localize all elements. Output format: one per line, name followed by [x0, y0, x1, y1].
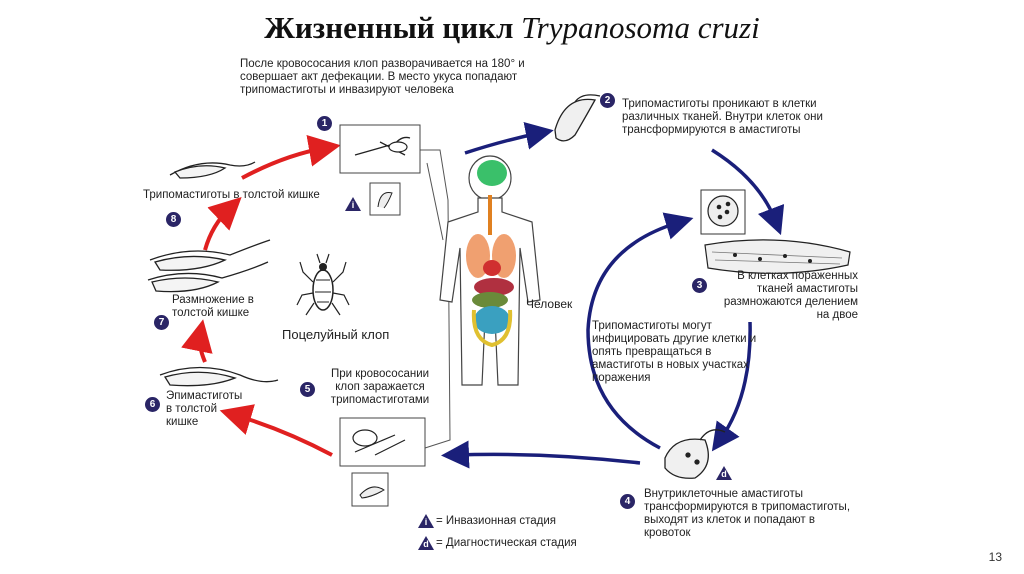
- step-8-text: Трипомастиготы в толстой кишке: [143, 189, 320, 201]
- arrow-4-to-5: [441, 440, 641, 469]
- legend-diagnostic-text: = Диагностическая стадия: [436, 537, 577, 549]
- step-badge-2: 2: [600, 93, 615, 108]
- infected-cell-drawing-4: [664, 429, 726, 479]
- trypomastigote-drawing-8: [169, 161, 256, 179]
- step-2-text: Трипомастиготы проникают в клетки различ…: [622, 98, 823, 136]
- arrow-8-to-1: [241, 135, 341, 180]
- step-badge-6: 6: [145, 397, 160, 412]
- title-species: Trypanosoma cruzi: [521, 10, 760, 45]
- legend-infective-text: = Инвазионная стадия: [436, 515, 557, 527]
- slide-title: Жизненный цикл Trypanosoma cruzi: [0, 10, 1024, 46]
- trypomastigote-drawing-2: [554, 94, 601, 142]
- step-1-text: После кровососания клоп разворачивается …: [240, 58, 525, 96]
- trypomastigote-inset-5: [351, 472, 389, 507]
- human-label: Человек: [526, 297, 573, 311]
- arrow-6-to-7: [181, 319, 213, 363]
- bug-label: Поцелуйный клоп: [282, 327, 390, 342]
- step-badge-4: 4: [620, 494, 635, 509]
- step-badge-3: 3: [692, 278, 707, 293]
- arrow-7-to-8: [203, 197, 242, 251]
- arrow-5-to-6: [219, 404, 333, 457]
- diagnostic-stage-marker: d: [716, 466, 732, 480]
- step-4-text: Внутриклеточные амастиготы трансформирую…: [644, 488, 851, 539]
- trypomastigote-inset-1: [369, 182, 401, 216]
- page-number: 13: [988, 550, 1002, 564]
- bug-bite-box-1: [339, 124, 421, 174]
- arrow-3-to-4: [711, 321, 752, 452]
- kissing-bug-drawing: [296, 253, 350, 316]
- step-5-text: При кровососании клоп заражается трипома…: [330, 368, 430, 406]
- step-badge-1: 1: [317, 116, 332, 131]
- title-main: Жизненный цикл: [264, 10, 514, 45]
- infective-stage-marker: i: [345, 197, 361, 211]
- arrow-reinfection: [586, 212, 694, 450]
- step-badge-8: 8: [166, 212, 181, 227]
- step-6-text: Эпимастиготы в толстой кишке: [166, 390, 243, 428]
- step-badge-5: 5: [300, 382, 315, 397]
- epimastigote-drawing-6: [159, 366, 279, 387]
- legend-infective-icon: i: [418, 514, 434, 528]
- step-3-text: В клетках пораженных тканей амастиготы р…: [723, 270, 858, 321]
- legend-diagnostic-icon: d: [418, 536, 434, 550]
- human-figure: [439, 155, 541, 386]
- connector-line: [426, 162, 444, 241]
- arrow-1-to-2: [464, 122, 554, 155]
- arrow-2-to-3: [711, 148, 785, 236]
- bug-bite-box-5: [339, 417, 426, 467]
- reinfection-text: Трипомастиготы могут инфицировать другие…: [592, 320, 757, 384]
- connector-line: [420, 149, 451, 449]
- infected-tissue-drawing-3: [700, 189, 851, 274]
- dividing-trypanosomes-drawing-7: [147, 239, 271, 293]
- step-badge-7: 7: [154, 315, 169, 330]
- step-7-text: Размножение в толстой кишке: [172, 294, 254, 319]
